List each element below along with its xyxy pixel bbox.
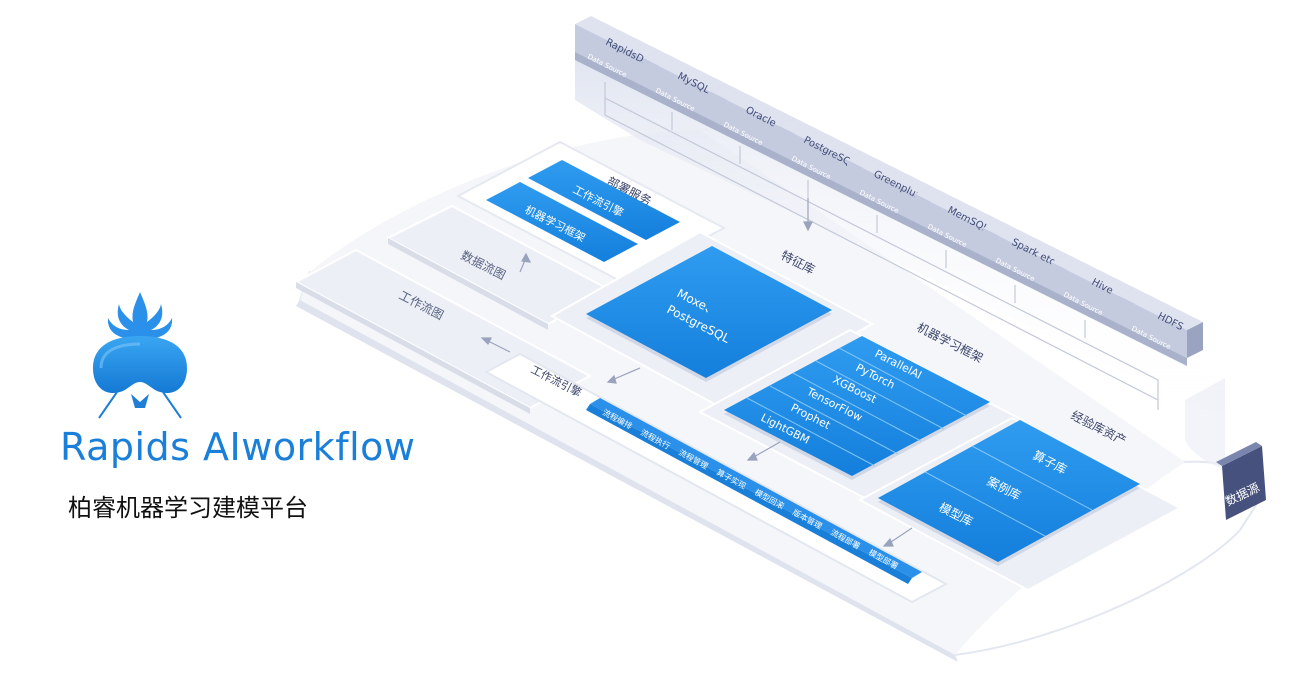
experience-assets-stack: 算子库 案例库 模型库 bbox=[878, 420, 1140, 566]
product-name: Rapids AIworkflow bbox=[60, 425, 416, 469]
arrow-engine-to-workflow-chart bbox=[480, 337, 511, 353]
data-source-pillars bbox=[575, 55, 1225, 470]
deploy-service-panel: 部署服务 工作流引擎 机器学习框架 bbox=[455, 140, 727, 284]
data-source-wiring bbox=[604, 82, 1159, 410]
arrow-feature-store-to-engine bbox=[606, 367, 641, 384]
arrow-ml-framework-to-engine bbox=[746, 441, 781, 461]
product-subtitle: 柏睿机器学习建模平台 bbox=[68, 494, 308, 522]
arrow-experience-assets-to-engine bbox=[882, 527, 913, 547]
workflow-engine-panel: 工作流引擎 流程编排 流程执行 流程管理 算子实现 模型回滚 版本管理 流程部署… bbox=[483, 352, 949, 604]
experience-assets-panel: 经验库资产 算子库 案例库 模型库 bbox=[857, 407, 1183, 592]
arrow-to-deploy-service bbox=[519, 252, 532, 273]
data-flow-chart-panel: 数据流图 bbox=[385, 204, 613, 330]
data-source-rapidsdb: RapidsDB Data Source bbox=[575, 16, 659, 94]
data-sources: RapidsDB Data Source MySQL Data Source O… bbox=[575, 16, 1266, 520]
rapids-logo-icon bbox=[93, 292, 187, 419]
data-source-oracle: Oracle Data Source bbox=[711, 84, 795, 162]
feature-store-db-card: Moxe、 PostgreSQL bbox=[586, 246, 832, 382]
arrow-greenplum-to-feature-store bbox=[803, 198, 813, 232]
data-source-hive: Hive Data Source bbox=[1051, 254, 1135, 332]
data-source-label-badge: 数据源 bbox=[1216, 442, 1266, 520]
ml-framework-stack: ParallelAI PyTorch XGBoost TensorFlow Pr… bbox=[724, 336, 990, 480]
data-source-hdfs: HDFS Data Source bbox=[1119, 288, 1203, 366]
flow-arrows bbox=[480, 198, 913, 547]
data-source-slabs: RapidsDB Data Source MySQL Data Source O… bbox=[575, 16, 1203, 366]
data-source-mysql: MySQL Data Source bbox=[643, 50, 727, 128]
